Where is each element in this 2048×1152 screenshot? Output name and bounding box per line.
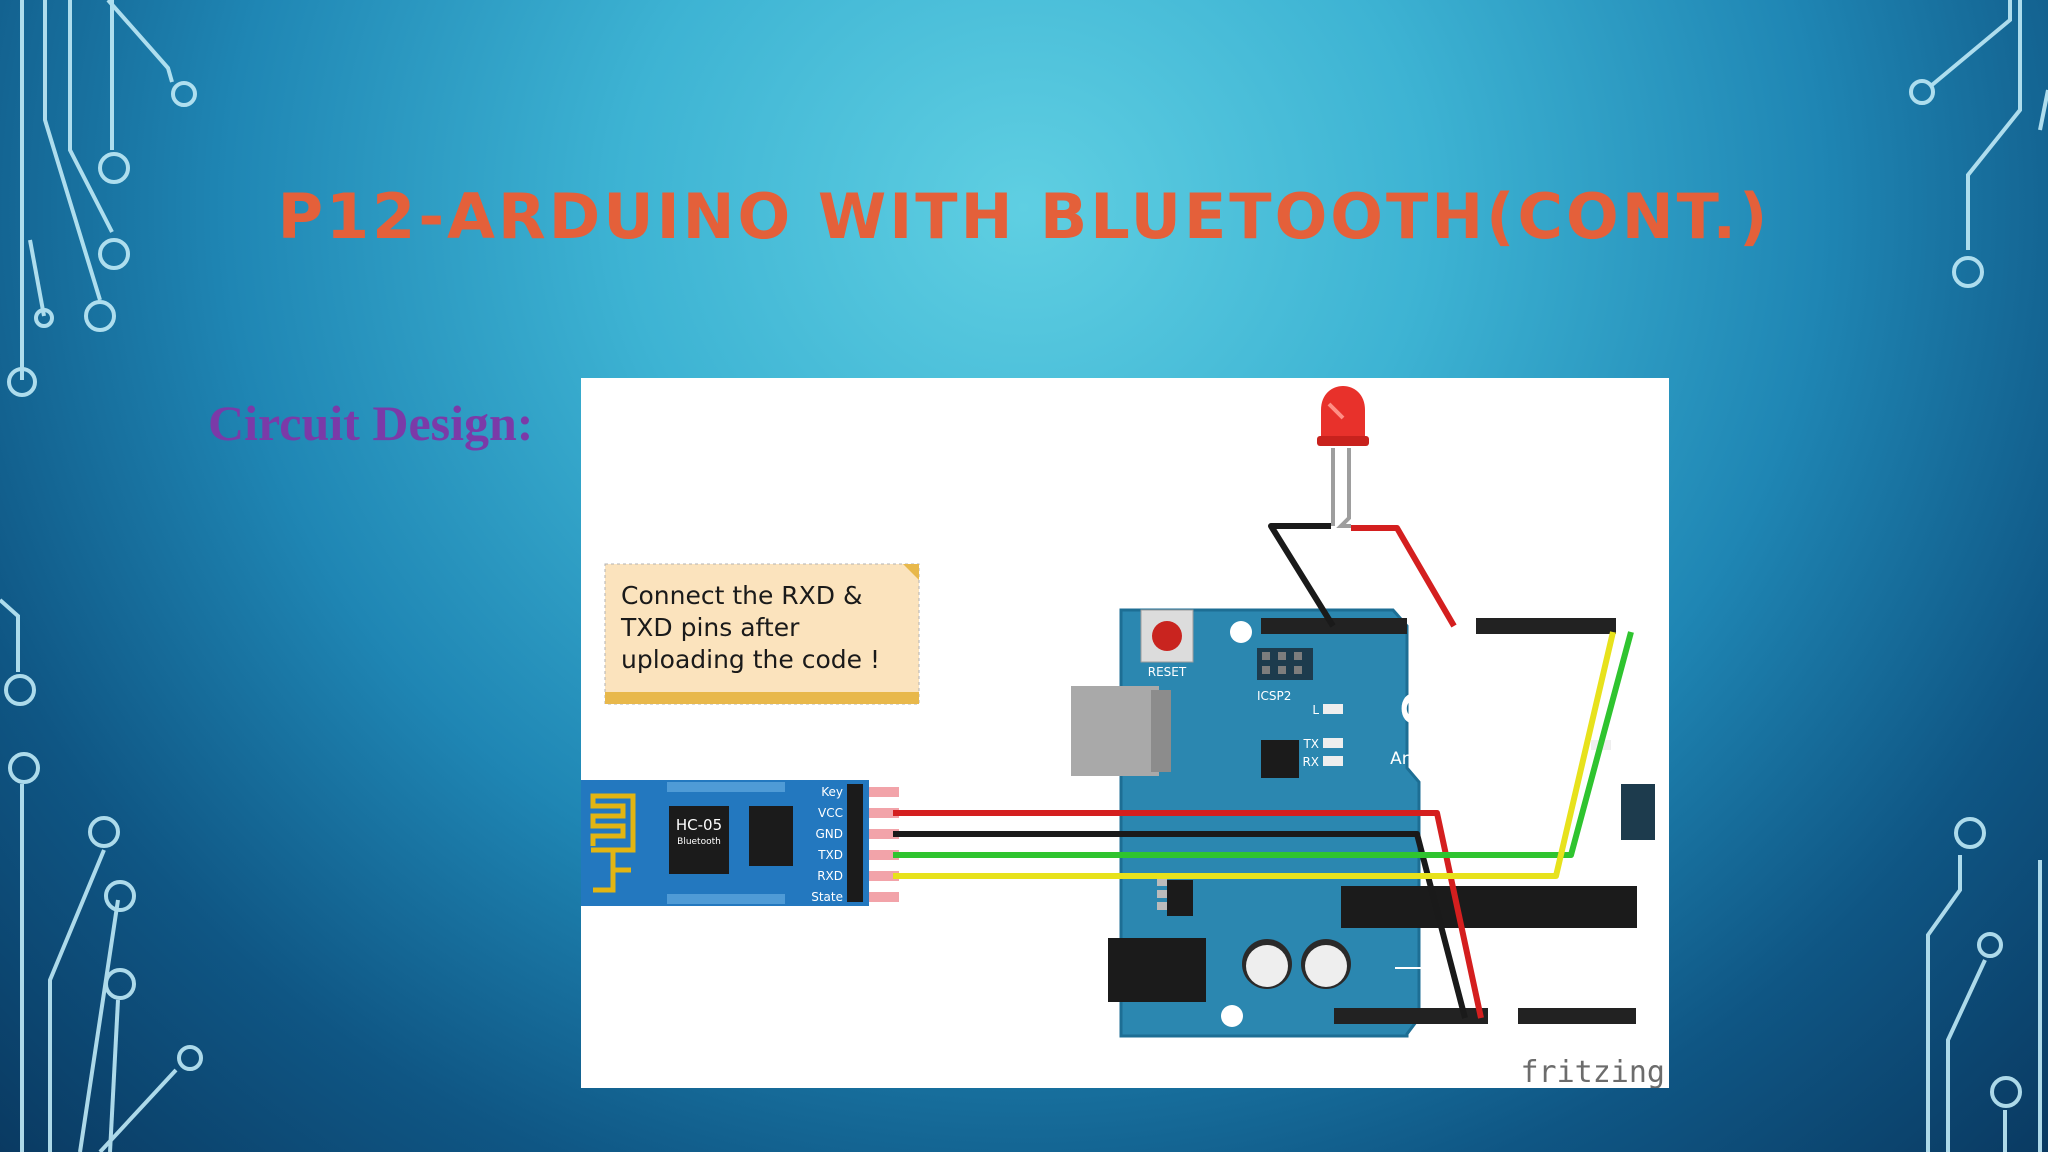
note-line-2: TXD pins after [620, 613, 800, 642]
slide-title: P12-ARDUINO WITH BLUETOOTH(CONT.) [277, 180, 1771, 253]
fritzing-watermark: fritzing [1521, 1055, 1666, 1088]
on-label: ON [1615, 739, 1633, 753]
icsp2-label: ICSP2 [1257, 689, 1291, 703]
pin-gnd: GND [815, 827, 843, 841]
analog-label: ANALOG IN [1561, 970, 1622, 983]
pin-txd: TXD [817, 848, 843, 862]
wire-txd-green [893, 631, 1634, 858]
wire-rxd-yellow [893, 631, 1616, 879]
wire-led-red [1351, 525, 1457, 628]
arduino-board: RESET ICSP2 DIGITAL (PWM~) L TX RX ON IC… [1071, 608, 1661, 1038]
note-line-1: Connect the RXD & [621, 581, 862, 610]
pin-state: State [811, 890, 843, 904]
slide-subtitle: Circuit Design: [208, 395, 534, 451]
icsp-label: ICSP [1605, 813, 1618, 838]
wiring [893, 523, 1634, 1019]
module-sublabel: Bluetooth [677, 837, 721, 847]
note-line-3: uploading the code ! [621, 645, 880, 674]
module-label: HC-05 [676, 816, 722, 834]
circuit-diagram: RESET ICSP2 DIGITAL (PWM~) L TX RX ON IC… [581, 378, 1669, 1088]
hc05-module: HC-05 Bluetooth Key VCC GND TXD RXD Stat… [581, 780, 899, 906]
tx-label: TX [1302, 737, 1319, 751]
rx-label: RX [1302, 755, 1319, 769]
wire-led-black [1268, 523, 1336, 628]
pin-rxd: RXD [817, 869, 843, 883]
pin-key: Key [821, 785, 843, 799]
module-pin-labels: Key VCC GND TXD RXD State [811, 785, 843, 904]
note-card: Connect the RXD & TXD pins after uploadi… [604, 563, 920, 705]
led [1317, 386, 1369, 528]
arduino-logo-icon: ∞ [1395, 663, 1455, 747]
pin-vcc: VCC [818, 806, 843, 820]
wire-gnd-black [893, 831, 1468, 1019]
wire-vcc-red [893, 810, 1484, 1019]
digital-label: DIGITAL (PWM~) [1479, 672, 1570, 685]
board-model: UNO [1495, 700, 1568, 738]
reset-label: RESET [1148, 665, 1187, 679]
led-l-label: L [1312, 703, 1319, 717]
board-brand: Arduino [1390, 749, 1456, 769]
